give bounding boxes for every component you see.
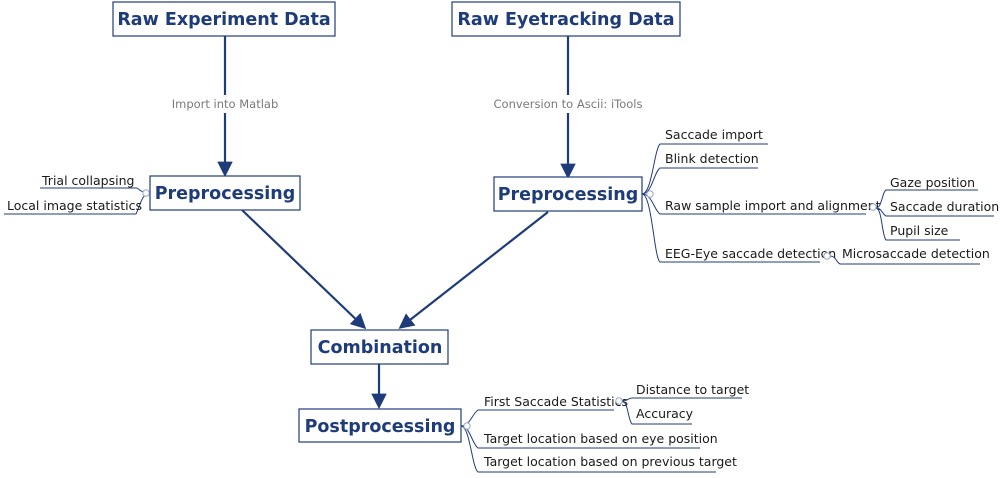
leaf-saccade-duration[interactable]: Saccade duration xyxy=(890,199,999,214)
node-raw-eyetracking[interactable]: Raw Eyetracking Data xyxy=(451,1,681,37)
leaf-raw-sample-import[interactable]: Raw sample import and alignment xyxy=(665,198,881,213)
node-combination-label: Combination xyxy=(318,338,443,358)
leaf-eeg-eye-saccade-detection[interactable]: EEG-Eye saccade detection xyxy=(665,246,836,261)
collapse-toggle-raw-sample[interactable] xyxy=(869,203,877,211)
leaf-target-location-eye[interactable]: Target location based on eye position xyxy=(483,431,718,446)
leaf-pupil-size[interactable]: Pupil size xyxy=(890,223,949,238)
node-postprocessing[interactable]: Postprocessing xyxy=(298,408,462,443)
node-raw-eyetracking-label: Raw Eyetracking Data xyxy=(457,10,674,30)
collapse-toggle-eeg-eye[interactable] xyxy=(823,252,831,260)
collapse-toggle-first-saccade[interactable] xyxy=(615,397,623,405)
arrow-preprocessing-right-to-combination xyxy=(398,211,549,329)
edge-label-import-matlab: Import into Matlab xyxy=(172,97,279,111)
branch-pre-right xyxy=(641,143,866,263)
leaf-trial-collapsing[interactable]: Trial collapsing xyxy=(41,173,134,188)
collapse-toggle-pre-left[interactable] xyxy=(142,189,150,197)
leaf-accuracy[interactable]: Accuracy xyxy=(636,406,694,421)
collapse-toggle-post[interactable] xyxy=(463,422,471,430)
leaf-distance-to-target[interactable]: Distance to target xyxy=(636,382,749,397)
node-raw-experiment-label: Raw Experiment Data xyxy=(117,10,330,30)
node-preprocessing-right[interactable]: Preprocessing xyxy=(493,176,643,212)
branch-eeg-eye xyxy=(829,255,980,265)
node-raw-experiment[interactable]: Raw Experiment Data xyxy=(112,1,336,37)
leaf-target-location-previous[interactable]: Target location based on previous target xyxy=(483,454,737,469)
leaf-gaze-position[interactable]: Gaze position xyxy=(890,175,975,190)
main-nodes: Raw Experiment Data Raw Eyetracking Data… xyxy=(112,1,681,443)
node-preprocessing-right-label: Preprocessing xyxy=(498,185,639,205)
leaf-first-saccade-statistics[interactable]: First Saccade Statistics xyxy=(484,394,628,409)
leaf-local-image-statistics[interactable]: Local image statistics xyxy=(7,198,142,213)
edge-label-conversion-ascii: Conversion to Ascii: iTools xyxy=(494,97,643,111)
node-combination[interactable]: Combination xyxy=(310,329,449,365)
leaf-blink-detection[interactable]: Blink detection xyxy=(665,151,759,166)
branch-raw-sample xyxy=(875,189,994,241)
arrow-preprocessing-left-to-combination xyxy=(241,209,367,330)
leaf-microsaccade-detection[interactable]: Microsaccade detection xyxy=(842,246,990,261)
node-preprocessing-left[interactable]: Preprocessing xyxy=(149,175,301,211)
edge-labels: Import into Matlab Conversion to Ascii: … xyxy=(172,95,643,113)
branch-first-saccade xyxy=(621,397,742,425)
collapse-toggle-pre-right[interactable] xyxy=(646,190,654,198)
arrows xyxy=(217,36,576,410)
leaf-saccade-import[interactable]: Saccade import xyxy=(665,127,763,142)
node-preprocessing-left-label: Preprocessing xyxy=(155,184,296,204)
node-postprocessing-label: Postprocessing xyxy=(305,417,456,437)
